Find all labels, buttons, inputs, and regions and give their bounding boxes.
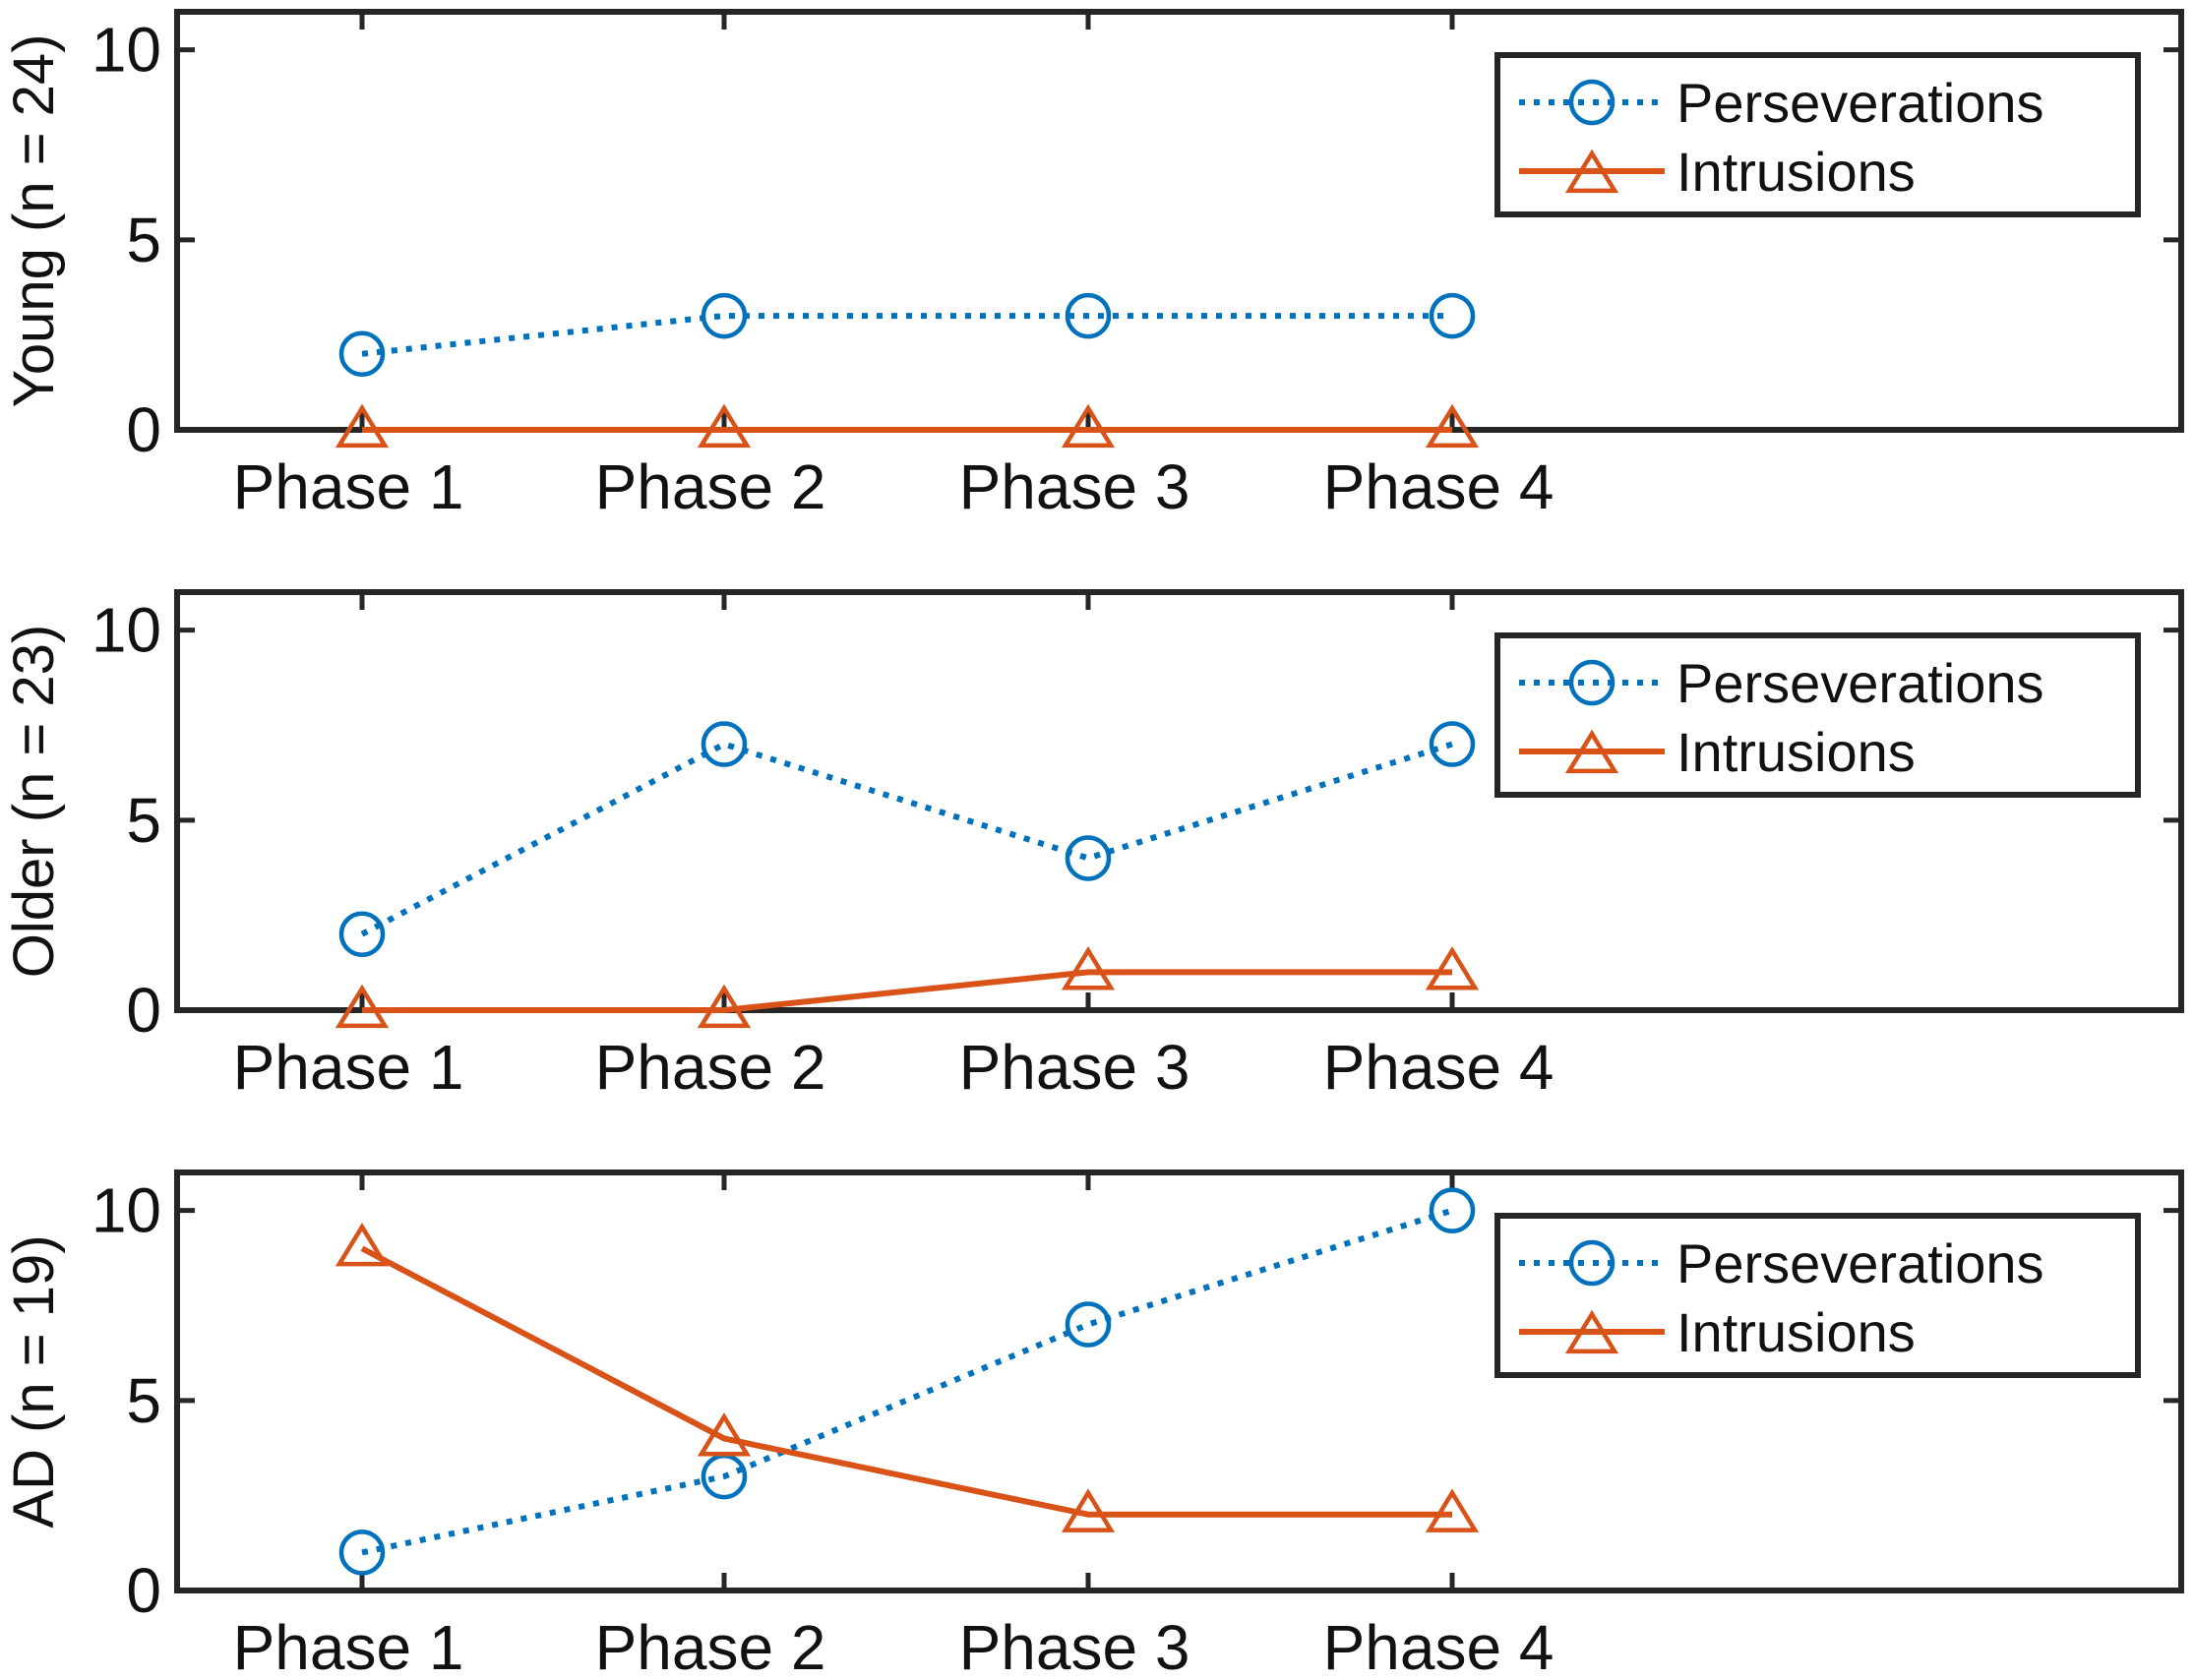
x-tick-label: Phase 3	[959, 451, 1190, 522]
x-tick-label: Phase 2	[595, 451, 826, 522]
intrusions-point	[1061, 946, 1116, 990]
perseverations-point	[338, 1530, 386, 1576]
legend-triangle-marker	[1564, 1309, 1619, 1354]
x-tick-label: Phase 1	[233, 1032, 464, 1103]
y-tick-label: 10	[91, 595, 161, 666]
intrusions-point	[1061, 1488, 1116, 1532]
legend-circle-marker	[1568, 79, 1615, 126]
legend-label: Perseverations	[1676, 1232, 2044, 1294]
x-tick-label: Phase 4	[1323, 1612, 1554, 1680]
legend-label: Intrusions	[1676, 721, 1916, 783]
y-tick-label: 5	[126, 785, 161, 856]
y-axis-label: Older (n = 23)	[2, 625, 66, 978]
x-tick-label: Phase 4	[1323, 1032, 1554, 1103]
perseverations-point	[701, 292, 748, 339]
perseverations-point	[1429, 292, 1476, 339]
legend-label: Perseverations	[1676, 652, 2044, 714]
x-tick-label: Phase 1	[233, 1612, 464, 1680]
intrusions-point	[335, 1222, 390, 1267]
y-tick-label: 0	[126, 394, 161, 465]
y-tick-label: 5	[126, 205, 161, 275]
y-axis-label: Young (n = 24)	[2, 33, 66, 407]
legend-circle-marker	[1568, 659, 1615, 706]
x-tick-label: Phase 3	[959, 1032, 1190, 1103]
y-tick-label: 5	[126, 1365, 161, 1436]
series-line-intrusions	[362, 969, 1452, 1013]
perseverations-point	[1065, 292, 1112, 339]
legend-label: Intrusions	[1676, 1301, 1916, 1363]
intrusions-point	[697, 984, 752, 1029]
y-tick-label: 0	[126, 975, 161, 1046]
x-tick-label: Phase 4	[1323, 451, 1554, 522]
legend-label: Perseverations	[1676, 72, 2044, 134]
legend-box	[1494, 1213, 2141, 1378]
intrusions-point	[1425, 1488, 1480, 1532]
intrusions-point	[1425, 946, 1480, 990]
y-axis-label: AD (n = 19)	[2, 1234, 66, 1528]
series-line-perseverations	[361, 313, 1452, 357]
legend-box	[1494, 632, 2141, 798]
x-tick-label: Phase 2	[595, 1612, 826, 1680]
legend-circle-marker	[1568, 1239, 1615, 1287]
y-tick-label: 10	[91, 1175, 161, 1246]
perseverations-point	[1065, 1301, 1112, 1348]
intrusions-point	[1425, 403, 1480, 449]
perseverations-point	[701, 721, 748, 767]
y-tick-label: 0	[126, 1555, 161, 1626]
legend-triangle-marker	[1564, 149, 1619, 194]
x-tick-label: Phase 1	[233, 451, 464, 522]
perseverations-point	[1429, 1187, 1476, 1233]
intrusions-point	[697, 403, 752, 449]
legend-label: Intrusions	[1676, 141, 1916, 203]
x-tick-label: Phase 3	[959, 1612, 1190, 1680]
legend-box	[1494, 52, 2141, 217]
perseverations-point	[1429, 721, 1476, 767]
intrusions-point	[697, 1412, 752, 1457]
intrusions-point	[335, 984, 390, 1029]
perseverations-point	[338, 911, 386, 957]
x-tick-label: Phase 2	[595, 1032, 826, 1103]
perseverations-point	[338, 330, 386, 377]
series-line-intrusions	[360, 1245, 1452, 1518]
perseverations-point	[1065, 835, 1112, 881]
y-tick-label: 10	[91, 15, 161, 86]
intrusions-point	[335, 403, 390, 449]
intrusions-point	[1061, 403, 1116, 449]
legend-triangle-marker	[1564, 729, 1619, 774]
